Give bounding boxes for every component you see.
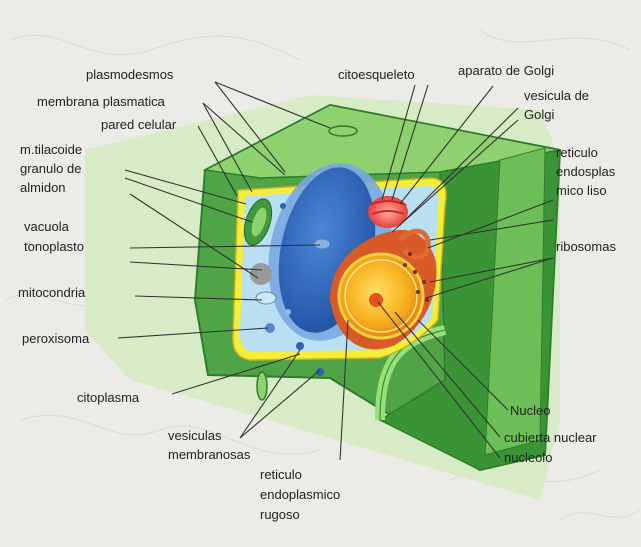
- label-citoesqueleto: citoesqueleto: [338, 66, 415, 83]
- membrane-vesicle: [296, 342, 304, 350]
- label-membranosas: membranosas: [168, 446, 250, 463]
- label-reticulo-liso-2: endosplas: [556, 163, 615, 180]
- label-golgi: Golgi: [524, 106, 554, 123]
- label-reticulo-liso-3: mico liso: [556, 182, 607, 199]
- label-mitocondria: mitocondria: [18, 284, 85, 301]
- label-vacuola: vacuola: [24, 218, 69, 235]
- label-ribosomas: ribosomas: [556, 238, 616, 255]
- starch-granule: [250, 263, 272, 285]
- label-cubierta-nuclear: cubierta nuclear: [504, 429, 597, 446]
- label-membrana-plasmatica: membrana plasmatica: [37, 93, 165, 110]
- label-nucleolo: nucleolo: [504, 449, 552, 466]
- label-reticulo-rugoso-3: rugoso: [260, 506, 300, 523]
- label-granulo-de: granulo de: [20, 160, 81, 177]
- label-tonoplasto: tonoplasto: [24, 238, 84, 255]
- label-vesiculas: vesiculas: [168, 427, 221, 444]
- label-pared-celular: pared celular: [101, 116, 176, 133]
- label-citoplasma: citoplasma: [77, 389, 139, 406]
- label-m-tilacoide: m.tilacoide: [20, 141, 82, 158]
- label-plasmodesmos: plasmodesmos: [86, 66, 173, 83]
- label-almidon: almidon: [20, 179, 66, 196]
- label-reticulo-liso-1: reticulo: [556, 144, 598, 161]
- label-reticulo-rugoso-2: endoplasmico: [260, 486, 340, 503]
- label-vesicula-de: vesicula de: [524, 87, 589, 104]
- mitochondrion: [256, 292, 276, 304]
- label-peroxisoma: peroxisoma: [22, 330, 89, 347]
- label-nucleo: Nucleo: [510, 402, 550, 419]
- label-reticulo-rugoso-1: reticulo: [260, 466, 302, 483]
- label-aparato-de-golgi: aparato de Golgi: [458, 62, 554, 79]
- plasmodesma: [329, 126, 357, 136]
